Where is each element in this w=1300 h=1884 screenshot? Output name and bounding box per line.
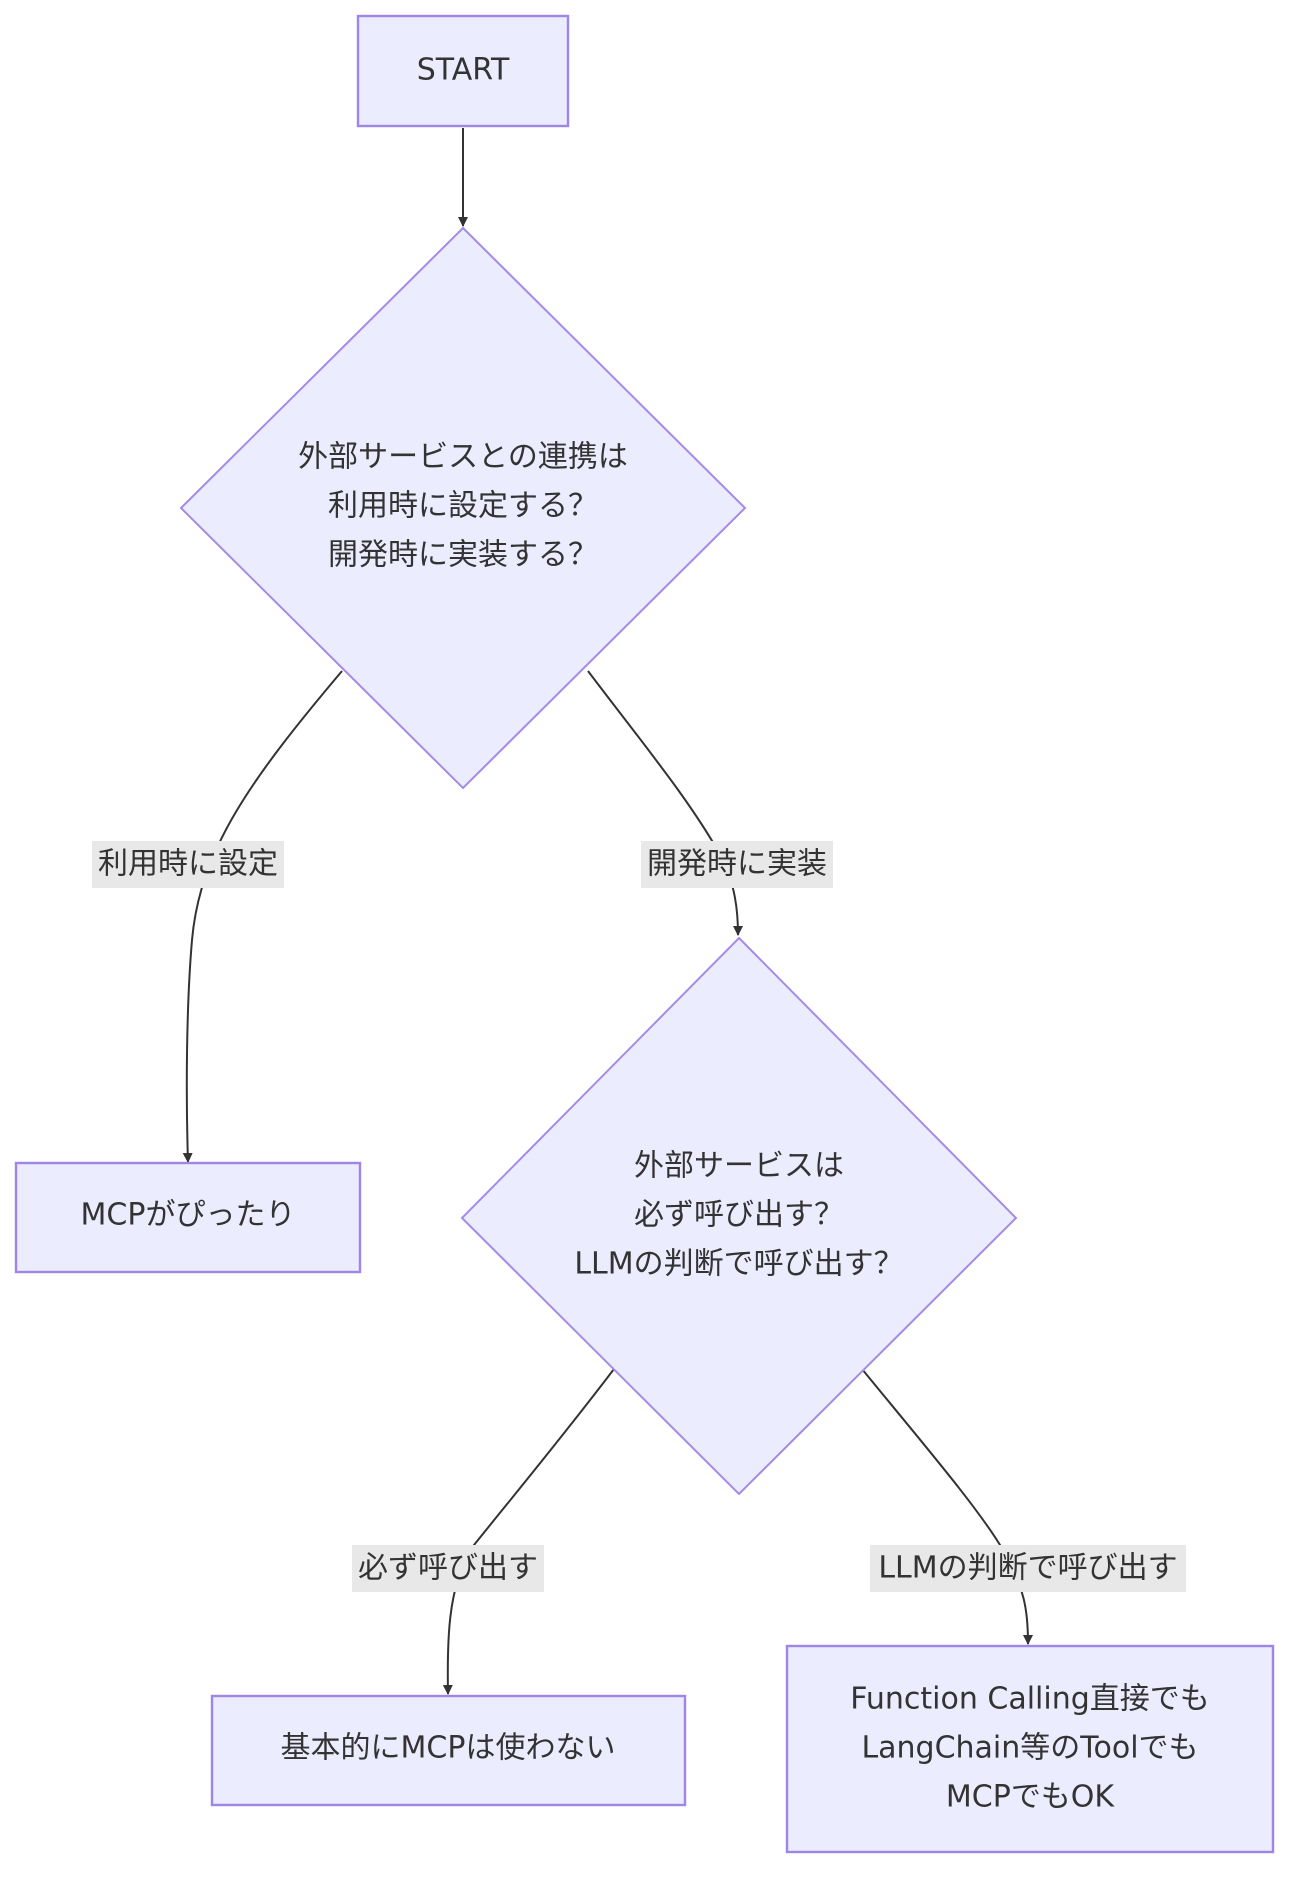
start-node-label: START [417, 53, 510, 88]
any-ok-line-2: LangChain等のToolでも [861, 1731, 1198, 1766]
decision1-line-1: 外部サービスとの連携は [298, 440, 628, 475]
decision2-line-2: 必ず呼び出す？ [634, 1198, 844, 1233]
edge-label-dev-impl-text: 開発時に実装 [647, 847, 827, 882]
no-mcp-node-label: 基本的にMCPは使わない [281, 1731, 616, 1766]
edge-decision2-to-no-mcp [442, 1368, 615, 1695]
edge-label-runtime-config: 利用時に設定 [92, 841, 284, 888]
edge-decision1-to-decision2 [587, 670, 743, 936]
decision2-node: 外部サービスは 必ず呼び出す？ LLMの判断で呼び出す？ [460, 936, 1018, 1496]
no-mcp-node: 基本的にMCPは使わない [210, 1694, 687, 1807]
any-ok-line-3: MCPでもOK [946, 1780, 1116, 1815]
edge-decision2-to-any-ok [861, 1368, 1033, 1645]
edge-label-llm-decides-text: LLMの判断で呼び出す [878, 1551, 1177, 1586]
any-ok-line-1: Function Calling直接でも [850, 1682, 1210, 1717]
edge-label-always-call: 必ず呼び出す [352, 1545, 544, 1592]
mcp-fit-node-label: MCPがぴったり [81, 1198, 296, 1233]
mcp-fit-node: MCPがぴったり [14, 1161, 362, 1274]
decision2-line-1: 外部サービスは [634, 1149, 844, 1184]
edge-label-dev-impl: 開発時に実装 [641, 841, 833, 888]
any-ok-node: Function Calling直接でも LangChain等のToolでも M… [785, 1644, 1275, 1854]
decision1-line-3: 開発時に実装する？ [328, 538, 598, 573]
edge-label-llm-decides: LLMの判断で呼び出す [870, 1545, 1186, 1592]
edge-label-runtime-config-text: 利用時に設定 [98, 847, 278, 882]
start-node: START [356, 14, 570, 128]
decision2-line-3: LLMの判断で呼び出す？ [574, 1247, 903, 1282]
decision1-line-2: 利用時に設定する？ [328, 489, 598, 524]
decision1-node: 外部サービスとの連携は 利用時に設定する？ 開発時に実装する？ [179, 226, 747, 790]
edge-label-always-call-text: 必ず呼び出す [358, 1551, 538, 1586]
edge-decision1-to-mcp-fit [182, 670, 343, 1163]
